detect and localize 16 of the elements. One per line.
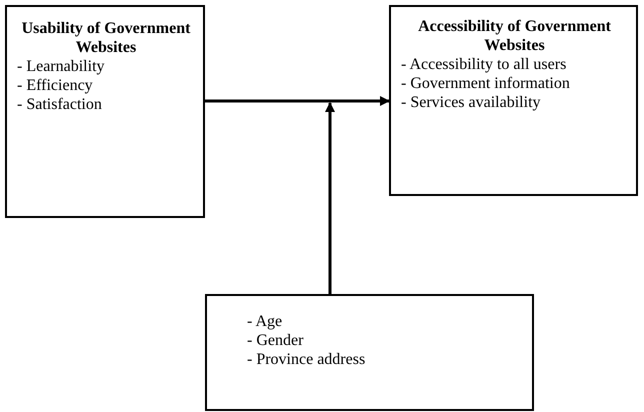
list-item: - Learnability [17,57,106,76]
list-item: - Accessibility to all users [401,55,568,74]
box-heading: Accessibility of Government Websites [417,17,612,55]
box-heading: Usability of Government Websites [20,19,192,57]
text-box [389,5,638,196]
list-item: - Satisfaction [17,95,103,114]
arrow [325,102,335,294]
list-item: - Efficiency [17,76,94,95]
list-item: - Government information [401,74,571,93]
list-item: - Services availability [401,93,542,112]
list-item: - Gender [247,331,304,350]
text-box [205,294,534,411]
list-item: - Age [247,312,284,331]
list-item: - Province address [247,350,366,369]
text-box [5,5,205,218]
arrow [205,96,390,106]
